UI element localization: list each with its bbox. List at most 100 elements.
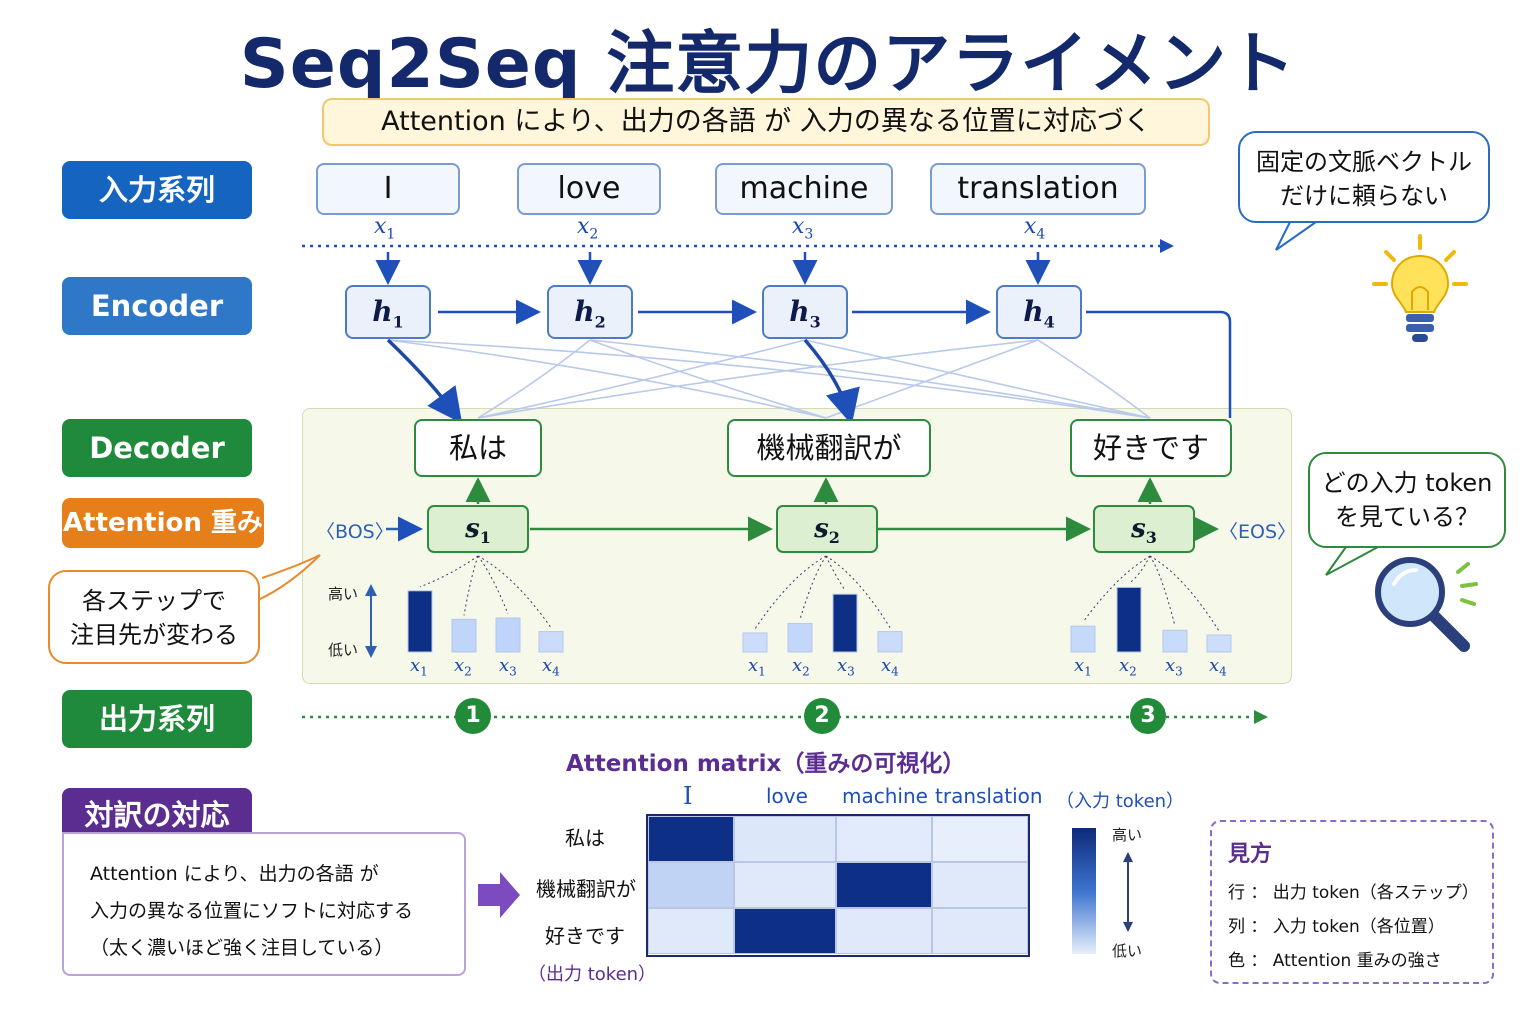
attention-bar-2-2 — [787, 622, 813, 653]
attention-link-3-4 — [1149, 555, 1220, 632]
x-label-1: x1 — [374, 214, 396, 243]
x-label-2: x2 — [577, 214, 599, 243]
magnifier-icon — [1375, 557, 1478, 652]
bar-label-3-3: x3 — [1165, 655, 1183, 679]
speech-line: だけに頼らない — [1280, 182, 1448, 210]
x-label-4: x4 — [1024, 214, 1046, 243]
matrix-cell-3-3 — [836, 908, 932, 954]
legend-title: 見方 — [1228, 842, 1273, 867]
legend-row: 行 ： 出力 token（各ステップ） — [1228, 883, 1479, 903]
matrix-row-header-3: 好きです — [545, 924, 625, 948]
speech-line: 注目先が変わる — [70, 621, 238, 649]
lightbulb-icon — [1372, 234, 1468, 342]
matrix-row-header-2: 機械翻訳が — [536, 877, 636, 901]
attention-link-3-2 — [1128, 555, 1151, 584]
matrix-col-header-2: love — [766, 784, 808, 808]
speech-line: を見ている？ — [1335, 503, 1479, 531]
matrix-cell-2-4 — [932, 862, 1028, 908]
matrix-row-header-1: 私は — [565, 826, 605, 850]
matrix-cell-3-1 — [648, 908, 734, 954]
matrix-cell-1-4 — [932, 816, 1028, 862]
matrix-cell-1-3 — [836, 816, 932, 862]
bar-label-2-1: x1 — [748, 655, 766, 679]
input-token-4: translation — [930, 163, 1146, 215]
attention-bar-2-3 — [832, 593, 858, 653]
attention-bar-3-4 — [1206, 634, 1232, 653]
high-label: 高い — [328, 585, 359, 603]
matrix-cell-1-2 — [734, 816, 836, 862]
input-token-3: machine — [715, 163, 893, 215]
matrix-cell-3-2 — [734, 908, 836, 954]
legend-color: 色 ： Attention 重みの強さ — [1228, 951, 1442, 971]
bar-label-2-4: x4 — [881, 655, 899, 679]
matrix-col-header-3: machine — [842, 784, 928, 808]
legend-box: 見方 行 ： 出力 token（各ステップ） 列 ： 入力 token（各位置）… — [1210, 820, 1494, 984]
bar-label-2-2: x2 — [792, 655, 810, 679]
attention-bar-3-1 — [1070, 625, 1096, 653]
attention-matrix — [646, 814, 1030, 957]
attention-link-2-1 — [754, 555, 827, 630]
speech-which-token: どの入力 token を見ている？ — [1308, 452, 1506, 548]
matrix-cell-2-2 — [734, 862, 836, 908]
alignment-line: （太く濃いほど強く注目している） — [90, 937, 394, 959]
bar-label-3-4: x4 — [1209, 655, 1227, 679]
matrix-title: Attention matrix（重みの可視化） — [566, 751, 966, 777]
bar-label-1-3: x3 — [499, 655, 517, 679]
encoder-state-4: h4 — [996, 285, 1082, 339]
decoder-state-1: s1 — [427, 505, 529, 553]
attention-bar-1-2 — [451, 618, 477, 653]
speech-line: どの入力 token — [1321, 469, 1493, 497]
attention-bar-3-3 — [1162, 629, 1188, 653]
attention-link-2-3 — [825, 555, 846, 591]
bar-label-2-3: x3 — [837, 655, 855, 679]
eos-token: 〈EOS〉 — [1219, 521, 1297, 543]
low-label: 低い — [328, 641, 359, 659]
step-circle-2: 2 — [804, 698, 840, 734]
output-word-3: 好きです — [1070, 419, 1232, 477]
step-circle-1: 1 — [455, 698, 491, 734]
matrix-input-token-label: （入力 token） — [1056, 791, 1185, 812]
label-input-sequence: 入力系列 — [62, 161, 252, 219]
speech-line: 固定の文脈ベクトル — [1256, 148, 1472, 176]
page-title: Seq2Seq 注意力のアライメント — [239, 25, 1297, 104]
bar-label-1-1: x1 — [410, 655, 428, 679]
speech-fixed-vector: 固定の文脈ベクトル だけに頼らない — [1238, 131, 1490, 223]
encoder-state-3: h3 — [762, 285, 848, 339]
attention-link-1-2 — [463, 555, 479, 616]
alignment-line: Attention により、出力の各語 が — [90, 863, 379, 885]
matrix-cell-2-3 — [836, 862, 932, 908]
scale-arrow — [1123, 852, 1133, 932]
bar-label-1-4: x4 — [542, 655, 560, 679]
bar-label-3-2: x2 — [1119, 655, 1137, 679]
matrix-output-token-label: （出力 token） — [528, 964, 657, 985]
bos-token: 〈BOS〉 — [316, 521, 394, 543]
bar-label-3-1: x1 — [1074, 655, 1092, 679]
legend-col: 列 ： 入力 token（各位置） — [1228, 917, 1445, 937]
encoder-state-2: h2 — [547, 285, 633, 339]
label-encoder: Encoder — [62, 277, 252, 335]
input-token-2: love — [517, 163, 661, 215]
attention-link-1-3 — [477, 555, 509, 615]
attention-link-1-4 — [477, 555, 552, 628]
output-word-1: 私は — [414, 419, 542, 477]
label-decoder: Decoder — [62, 419, 252, 477]
attention-link-2-4 — [825, 555, 891, 628]
speech-line: 各ステップで — [82, 587, 226, 615]
subtitle-banner: Attention により、出力の各語 が 入力の異なる位置に対応づく — [322, 98, 1210, 146]
speech-steps-change: 各ステップで 注目先が変わる — [48, 570, 260, 664]
x-label-3: x3 — [792, 214, 814, 243]
decoder-state-3: s3 — [1093, 505, 1195, 553]
matrix-cell-2-1 — [648, 862, 734, 908]
attention-bar-3-2 — [1116, 586, 1142, 653]
output-word-2: 機械翻訳が — [727, 419, 931, 477]
matrix-col-header-1: I — [683, 782, 693, 810]
step-circle-3: 3 — [1130, 698, 1166, 734]
attention-bar-1-1 — [407, 590, 433, 653]
purple-arrow — [478, 872, 520, 918]
scale-low-label: 低い — [1112, 942, 1143, 960]
attention-bar-2-1 — [742, 632, 768, 653]
alignment-line: 入力の異なる位置にソフトに対応する — [90, 900, 414, 922]
attention-link-3-3 — [1149, 555, 1176, 627]
scale-high-label: 高い — [1112, 826, 1143, 844]
